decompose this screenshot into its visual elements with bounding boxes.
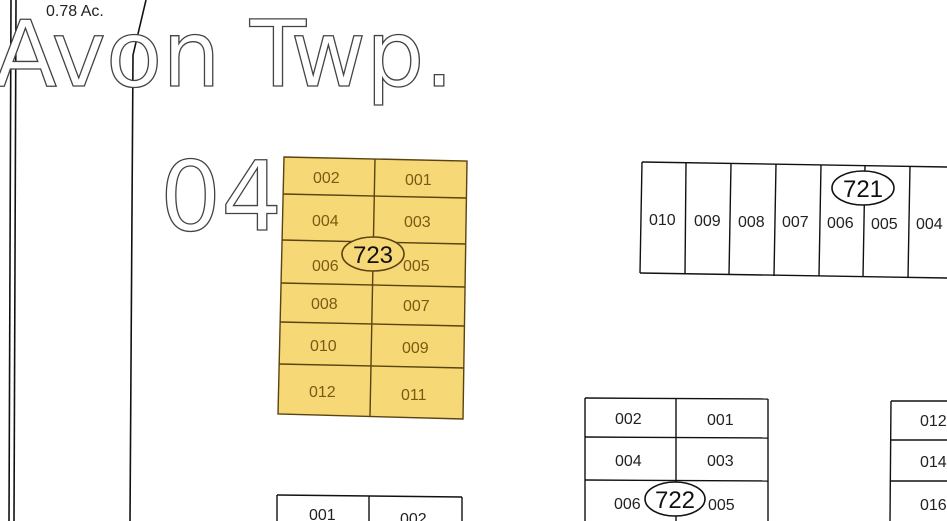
block-721[interactable]: 010 009 008 007 006 005 004 721 <box>639 161 947 279</box>
lot-label: 006 <box>827 215 854 232</box>
block-bottom-partial[interactable]: 001 002 <box>276 494 463 521</box>
block-number-oval <box>831 170 895 206</box>
block-number: 723 <box>353 242 393 269</box>
lot-label: 004 <box>615 453 642 470</box>
block-bottom-lot-lines <box>276 494 463 521</box>
block-number-oval <box>341 236 405 272</box>
road-lines <box>8 0 147 521</box>
lot-label: 002 <box>400 511 427 521</box>
lot-label: 004 <box>312 213 339 230</box>
lot-label: 008 <box>311 296 338 313</box>
lot-label: 006 <box>614 496 641 513</box>
lot-label: 016 <box>920 497 947 514</box>
block-number-oval <box>644 481 706 517</box>
lot-label: 010 <box>649 212 676 229</box>
lot-label: 005 <box>403 258 430 275</box>
lot-label: 009 <box>694 213 721 230</box>
lot-label: 012 <box>309 384 336 401</box>
lot-label: 001 <box>309 507 336 521</box>
block-right-lot-lines <box>889 400 947 521</box>
lot-label: 003 <box>707 453 734 470</box>
lot-label: 001 <box>707 412 734 429</box>
block-722[interactable]: 002 001 004 003 006 005 722 <box>584 397 769 521</box>
block-number: 722 <box>655 487 695 514</box>
acreage-label: 0.78 Ac. <box>46 3 104 20</box>
lot-label: 014 <box>920 454 947 471</box>
lot-label: 011 <box>401 387 427 404</box>
lot-label: 002 <box>313 170 340 187</box>
section-number: 04 <box>160 141 282 253</box>
lot-label: 001 <box>405 172 432 189</box>
lot-label: 004 <box>916 216 943 233</box>
lot-label: 005 <box>708 497 735 514</box>
lot-label: 005 <box>871 216 898 233</box>
block-right-partial[interactable]: 012 014 016 <box>889 400 947 521</box>
lot-label: 008 <box>738 214 765 231</box>
lot-label: 003 <box>404 214 431 231</box>
block-723[interactable]: 002 001 004 003 006 005 008 007 010 009 … <box>277 156 468 420</box>
lot-label: 007 <box>403 298 430 315</box>
block-number: 721 <box>843 176 883 203</box>
block-723-lot-lines <box>277 156 468 420</box>
township-label: Avon Twp. <box>0 1 454 108</box>
lot-label: 002 <box>615 411 642 428</box>
lot-label: 006 <box>312 258 339 275</box>
lot-label: 007 <box>782 214 809 231</box>
lot-label: 009 <box>402 340 429 357</box>
lot-label: 010 <box>310 338 337 355</box>
lot-label: 012 <box>920 413 947 430</box>
